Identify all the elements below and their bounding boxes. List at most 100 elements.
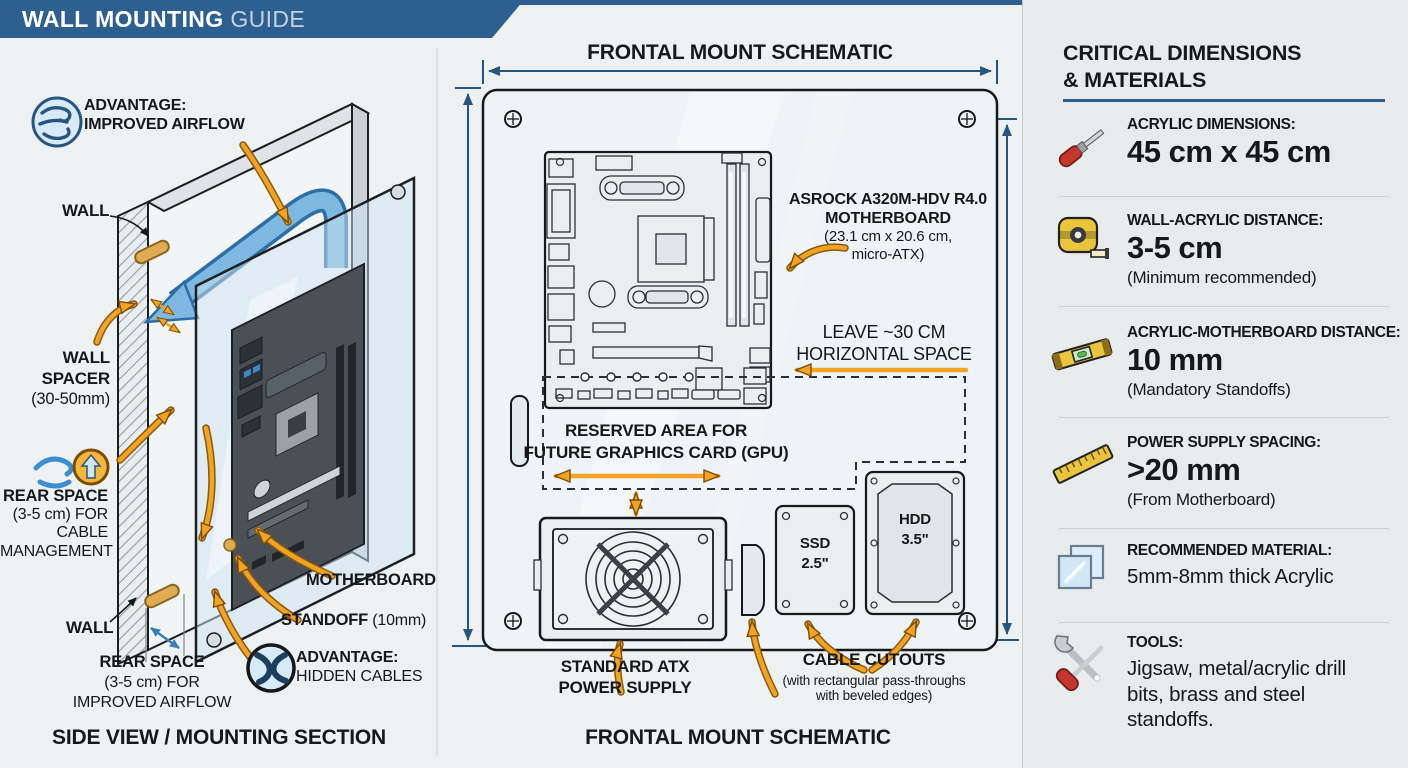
spec-item-acrylic-motherboard-distance: ACRYLIC-MOTHERBOARD DISTANCE: 10 mm (Man… bbox=[1051, 322, 1401, 400]
motherboard-side bbox=[231, 262, 365, 612]
rear-space-air-line1: REAR SPACE bbox=[99, 653, 205, 671]
asrock-line1: ASROCK A320M-HDV R4.0 bbox=[789, 191, 987, 208]
airflow-icon bbox=[31, 96, 83, 148]
specs-panel: CRITICAL DIMENSIONS & MATERIALS ACRYLIC … bbox=[1022, 0, 1408, 768]
spec-value: >20 mm bbox=[1127, 452, 1241, 487]
standoff-label-rest: (10mm) bbox=[368, 612, 427, 629]
asrock-arrow bbox=[787, 244, 848, 271]
horizontal-space-label: LEAVE ~30 CM HORIZONTAL SPACE bbox=[796, 322, 972, 366]
leave-line2: HORIZONTAL SPACE bbox=[796, 343, 972, 364]
asrock-line3: (23.1 cm x 20.6 cm, bbox=[824, 228, 952, 246]
spec-title: ACRYLIC DIMENSIONS: bbox=[1127, 116, 1296, 133]
wall-bottom-label: WALL bbox=[66, 618, 114, 637]
wall-spacer-label: WALL SPACER (30-50mm) bbox=[18, 348, 110, 410]
hidden-cables-arrow bbox=[212, 592, 257, 665]
cutouts-line1: CABLE CUTOUTS bbox=[802, 650, 946, 669]
hdd bbox=[864, 470, 966, 616]
left-cutout-slot bbox=[510, 395, 529, 467]
gpu-reserved-area bbox=[542, 376, 966, 490]
tools-icon bbox=[1054, 635, 1104, 692]
spec-item-tools: TOOLS: Jigsaw, metal/acrylic drill bits,… bbox=[1051, 632, 1395, 733]
center-cutout-slot bbox=[741, 544, 765, 616]
separator bbox=[1059, 417, 1389, 418]
psu-arrow bbox=[617, 644, 624, 695]
spec-item-recommended-material: RECOMMENDED MATERIAL: 5mm-8mm thick Acry… bbox=[1051, 540, 1395, 604]
psu bbox=[533, 516, 733, 642]
rear-space-cable-label: REAR SPACE (3-5 cm) FOR CABLE MANAGEMENT bbox=[0, 487, 113, 561]
reserved-line2: FUTURE GRAPHICS CARD (GPU) bbox=[523, 442, 789, 462]
standoff-peg-top bbox=[134, 239, 170, 265]
tape-measure-icon bbox=[1057, 216, 1109, 259]
advantage-airflow-line1: ADVANTAGE: bbox=[84, 97, 187, 114]
rear-space-air-line3: IMPROVED AIRFLOW bbox=[72, 693, 232, 711]
specs-heading-line2: & MATERIALS bbox=[1063, 68, 1207, 92]
ssd-line1: SSD bbox=[799, 535, 831, 552]
ssd bbox=[774, 504, 856, 616]
motherboard-label-arrow bbox=[255, 527, 335, 579]
spec-note: (Minimum recommended) bbox=[1127, 267, 1317, 287]
cable-path-arrow bbox=[199, 425, 215, 538]
spec-note: (From Motherboard) bbox=[1127, 489, 1276, 509]
page-title: WALL MOUNTING GUIDE bbox=[22, 0, 305, 38]
frontal-caption: FRONTAL MOUNT SCHEMATIC bbox=[585, 726, 891, 749]
separator bbox=[1059, 622, 1389, 623]
advantage-cables-label: ADVANTAGE: HIDDEN CABLES bbox=[296, 648, 423, 686]
rear-space-airflow-label: REAR SPACE (3-5 cm) FOR IMPROVED AIRFLOW bbox=[73, 652, 232, 713]
spirit-level-icon bbox=[1051, 338, 1113, 371]
up-arrow-icon bbox=[72, 448, 110, 486]
airflow-advantage-arrow bbox=[240, 142, 291, 222]
corner-screws bbox=[504, 110, 976, 630]
title-banner bbox=[0, 0, 524, 38]
spec-title: POWER SUPPLY SPACING: bbox=[1127, 434, 1321, 451]
gap-double-arrow-2 bbox=[156, 316, 181, 334]
standoff-label-arrow bbox=[235, 558, 301, 623]
motherboard-schematic bbox=[543, 150, 773, 410]
spec-title: ACRYLIC-MOTHERBOARD DISTANCE: bbox=[1127, 324, 1401, 341]
wall-top-leader bbox=[109, 215, 149, 237]
specs-heading-line1: CRITICAL DIMENSIONS bbox=[1063, 41, 1302, 65]
rear-space-cable-line1: REAR SPACE bbox=[3, 487, 108, 505]
asrock-line4: micro-ATX) bbox=[851, 246, 925, 264]
bottom-gap-double-arrow bbox=[150, 626, 180, 650]
rear-space-cable-line2: (3-5 cm) FOR bbox=[12, 505, 109, 523]
wall-bottom-leader bbox=[109, 597, 137, 623]
gpu-reserved-label: RESERVED AREA FOR FUTURE GRAPHICS CARD (… bbox=[524, 420, 789, 464]
page-title-light: GUIDE bbox=[230, 6, 306, 32]
leave-line1: LEAVE ~30 CM bbox=[822, 322, 946, 342]
cutout-ssd-arrow bbox=[805, 624, 867, 673]
gap-double-arrow-1 bbox=[150, 298, 175, 316]
spec-value: 10 mm bbox=[1127, 342, 1223, 377]
wall-top-label: WALL bbox=[62, 201, 110, 220]
rear-space-cable-line4: MANAGEMENT bbox=[0, 542, 113, 560]
separator bbox=[1059, 306, 1389, 307]
top-accent-strip bbox=[0, 0, 1408, 5]
hidden-cables-icon bbox=[246, 643, 296, 693]
psu-line2: POWER SUPPLY bbox=[558, 678, 692, 698]
spec-item-acrylic-dimensions: ACRYLIC DIMENSIONS: 45 cm x 45 cm bbox=[1051, 114, 1395, 178]
asrock-label: ASROCK A320M-HDV R4.0 MOTHERBOARD (23.1 … bbox=[789, 190, 987, 264]
cutouts-line3: with beveled edges) bbox=[815, 688, 933, 704]
cutout-hdd-arrow bbox=[869, 622, 919, 673]
hdd-label: HDD 3.5" bbox=[899, 510, 931, 549]
wall-spacer-arrow bbox=[94, 304, 134, 345]
motherboard-label: MOTHERBOARD bbox=[306, 571, 436, 589]
psu-label: STANDARD ATX POWER SUPPLY bbox=[558, 656, 691, 699]
spec-value-text: Jigsaw, metal/acrylic drill bits, brass … bbox=[1127, 657, 1347, 732]
standoff-peg-bottom bbox=[144, 583, 180, 609]
ruler-icon bbox=[1052, 444, 1114, 484]
wall-spacer-line1: WALL bbox=[62, 348, 111, 367]
acrylic-sheets-icon bbox=[1057, 544, 1105, 590]
cutouts-line2: (with rectangular pass-throughs bbox=[782, 672, 966, 688]
advantage-cables-line2: HIDDEN CABLES bbox=[296, 668, 423, 686]
page-title-main: WALL MOUNTING bbox=[22, 6, 224, 32]
reserved-line1: RESERVED AREA FOR bbox=[564, 421, 748, 440]
psu-line1: STANDARD ATX bbox=[560, 657, 690, 676]
cable-cutouts-label: CABLE CUTOUTS (with rectangular pass-thr… bbox=[783, 650, 966, 704]
spec-title: WALL-ACRYLIC DISTANCE: bbox=[1127, 212, 1324, 229]
wall-section-hatch bbox=[117, 200, 149, 666]
frontal-schematic bbox=[452, 60, 1019, 698]
advantage-airflow-label: ADVANTAGE: IMPROVED AIRFLOW bbox=[84, 97, 245, 134]
spec-value-text: 5mm-8mm thick Acrylic bbox=[1127, 565, 1334, 588]
